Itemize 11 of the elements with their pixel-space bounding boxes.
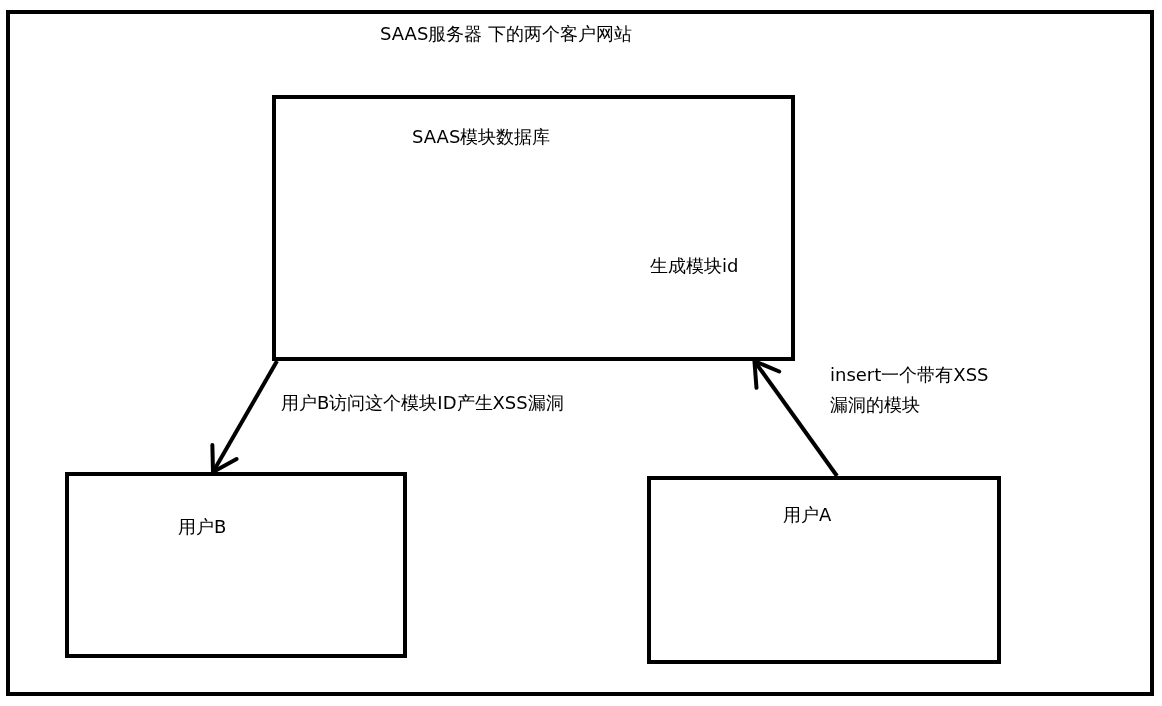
arrow	[752, 359, 839, 478]
user-box	[647, 476, 1001, 664]
box-title: SAAS模块数据库	[412, 125, 551, 149]
frame-title: SAAS服务器 下的两个客户网站	[380, 22, 633, 46]
server-frame	[6, 10, 1154, 696]
user-box	[65, 472, 407, 658]
box-title: 用户B	[178, 515, 227, 539]
arrow	[210, 360, 279, 474]
box-note: 生成模块id	[650, 254, 739, 278]
database-box	[272, 95, 795, 361]
box-title: 用户A	[783, 503, 832, 527]
